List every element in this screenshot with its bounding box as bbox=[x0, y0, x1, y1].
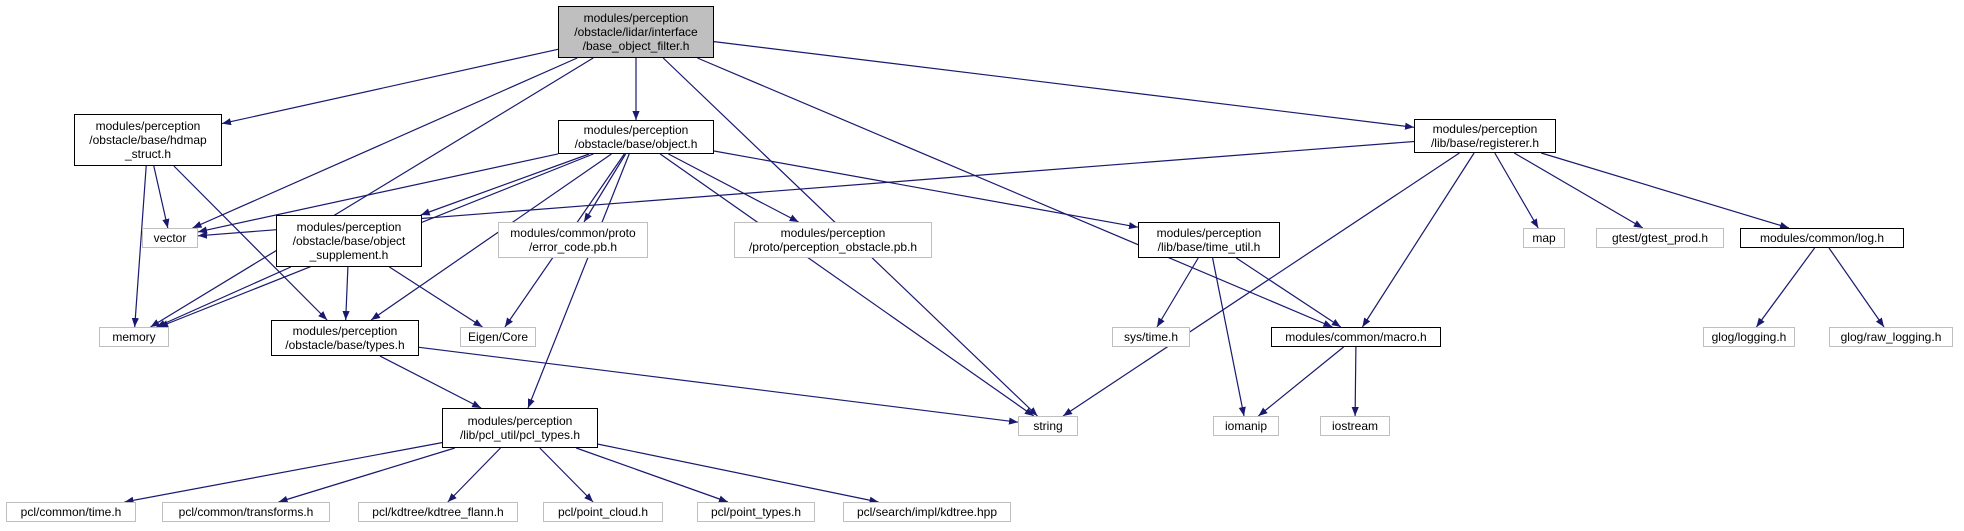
file-node-log[interactable]: modules/common/log.h bbox=[1740, 228, 1904, 248]
file-node-iomanip: iomanip bbox=[1213, 416, 1279, 436]
file-node-pcltrans: pcl/common/transforms.h bbox=[162, 502, 330, 522]
file-node-registerer[interactable]: modules/perception /lib/base/registerer.… bbox=[1414, 119, 1556, 153]
file-node-supplement[interactable]: modules/perception /obstacle/base/object… bbox=[276, 215, 422, 267]
edge-log-to-glog bbox=[1755, 247, 1816, 328]
edge-pcltypes-to-pointtypes bbox=[575, 447, 729, 503]
file-node-percobs: modules/perception /proto/perception_obs… bbox=[734, 222, 932, 258]
file-node-pointtypes: pcl/point_types.h bbox=[697, 502, 815, 522]
edge-supplement-to-memory bbox=[156, 266, 292, 328]
file-node-object[interactable]: modules/perception /obstacle/base/object… bbox=[558, 120, 714, 154]
file-node-kdflann: pcl/kdtree/kdtree_flann.h bbox=[358, 502, 518, 522]
edge-timeutil-to-macro bbox=[1235, 257, 1342, 328]
edge-object-to-timeutil bbox=[713, 150, 1139, 230]
file-node-map: map bbox=[1523, 228, 1565, 248]
file-node-pcltypes[interactable]: modules/perception /lib/pcl_util/pcl_typ… bbox=[442, 408, 598, 448]
edge-timeutil-to-systime bbox=[1156, 257, 1199, 328]
edge-root-to-memory bbox=[150, 57, 594, 328]
edge-registerer-to-string bbox=[1062, 152, 1460, 417]
edge-object-to-percobs bbox=[668, 153, 799, 223]
file-node-string: string bbox=[1018, 416, 1078, 436]
edge-object-to-vector bbox=[197, 153, 559, 234]
edge-supplement-to-eigen bbox=[389, 266, 483, 328]
edge-types-to-pcltypes bbox=[379, 355, 482, 409]
file-node-pcltime: pcl/common/time.h bbox=[6, 502, 136, 522]
edge-supplement-to-types bbox=[342, 266, 350, 321]
file-node-gtest: gtest/gtest_prod.h bbox=[1596, 228, 1724, 248]
edge-object-to-types bbox=[370, 153, 612, 321]
edge-object-to-string bbox=[659, 153, 1035, 417]
edge-pcltypes-to-pointcloud bbox=[539, 447, 594, 503]
edge-root-to-hdmap bbox=[221, 48, 559, 126]
file-node-vector: vector bbox=[142, 228, 198, 248]
edge-hdmap-to-types bbox=[173, 165, 328, 321]
file-node-eigen: Eigen/Core bbox=[460, 327, 536, 347]
edge-pcltypes-to-pcltime bbox=[124, 442, 443, 504]
edge-types-to-string bbox=[418, 346, 1019, 425]
file-node-hdmap[interactable]: modules/perception /obstacle/base/hdmap … bbox=[74, 114, 222, 166]
edge-macro-to-iomanip bbox=[1258, 346, 1344, 417]
file-node-iostream: iostream bbox=[1320, 416, 1390, 436]
file-node-kdtreehpp: pcl/search/impl/kdtree.hpp bbox=[843, 502, 1011, 522]
edge-macro-to-iostream bbox=[1351, 346, 1359, 417]
edge-registerer-to-log bbox=[1541, 152, 1790, 229]
edge-registerer-to-macro bbox=[1361, 152, 1475, 328]
edge-root-to-vector bbox=[192, 57, 578, 229]
edge-root-to-registerer bbox=[713, 41, 1415, 130]
file-node-glog: glog/logging.h bbox=[1703, 327, 1795, 347]
edge-registerer-to-gtest bbox=[1513, 152, 1644, 229]
edge-pcltypes-to-kdflann bbox=[447, 447, 501, 503]
edge-pcltypes-to-kdtreehpp bbox=[597, 443, 879, 504]
file-node-macro[interactable]: modules/common/macro.h bbox=[1271, 327, 1441, 347]
file-node-timeutil[interactable]: modules/perception /lib/base/time_util.h bbox=[1138, 222, 1280, 258]
edge-root-to-macro bbox=[697, 57, 1333, 328]
edge-pcltypes-to-pcltrans bbox=[278, 447, 455, 503]
edge-object-to-supplement bbox=[420, 153, 590, 216]
edge-object-to-pcltypes bbox=[527, 153, 630, 409]
file-node-memory: memory bbox=[99, 327, 169, 347]
file-node-pointcloud: pcl/point_cloud.h bbox=[543, 502, 663, 522]
edge-timeutil-to-iomanip bbox=[1212, 257, 1246, 417]
edge-log-to-glograw bbox=[1828, 247, 1885, 328]
file-node-errorcode: modules/common/proto /error_code.pb.h bbox=[498, 222, 648, 258]
file-node-types[interactable]: modules/perception /obstacle/base/types.… bbox=[271, 320, 419, 356]
edge-hdmap-to-vector bbox=[153, 165, 170, 229]
file-node-systime: sys/time.h bbox=[1112, 327, 1190, 347]
edge-object-to-errorcode bbox=[583, 153, 627, 223]
file-node-glograw: glog/raw_logging.h bbox=[1829, 327, 1953, 347]
file-node-root[interactable]: modules/perception /obstacle/lidar/inter… bbox=[558, 6, 714, 58]
edge-registerer-to-map bbox=[1494, 152, 1539, 229]
edge-hdmap-to-memory bbox=[131, 165, 147, 328]
